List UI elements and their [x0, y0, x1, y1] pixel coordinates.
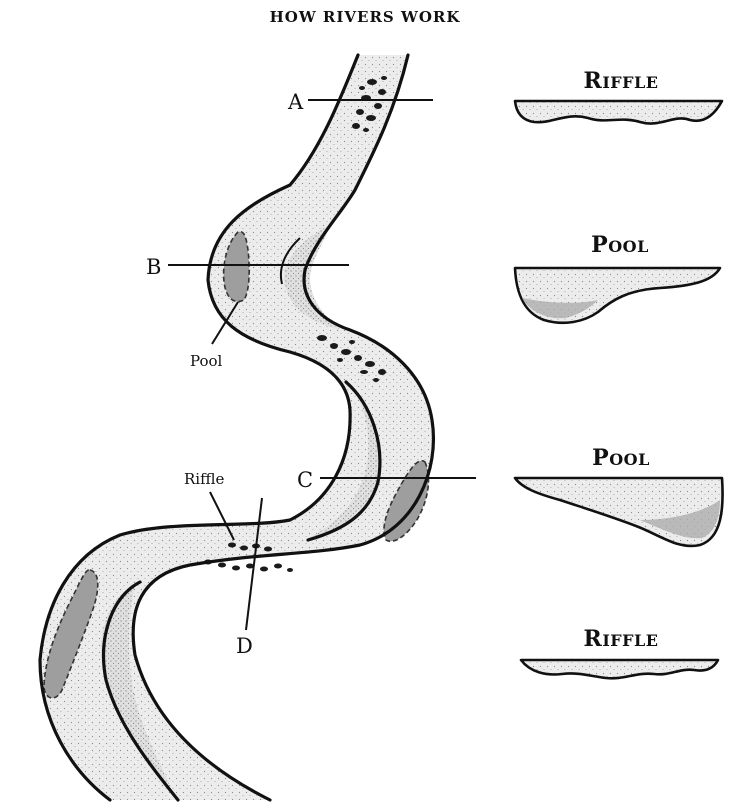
- pool-callout-label: Pool: [190, 352, 223, 370]
- cross-section-1-shape: [515, 101, 722, 124]
- cross-section-3-title: POOL: [592, 445, 650, 471]
- cross-section-4-shape: [521, 660, 718, 678]
- transect-d-label: D: [236, 634, 253, 658]
- cross-section-2: POOL: [515, 232, 720, 323]
- transect-c-label: C: [297, 468, 313, 492]
- cross-section-4-title: RIFFLE: [584, 626, 659, 652]
- cross-section-2-title: POOL: [591, 232, 649, 258]
- river-plan-view: A B C D Pool Riffle: [40, 55, 476, 800]
- cross-section-3: POOL: [515, 445, 723, 546]
- transect-b-label: B: [146, 255, 161, 279]
- transect-a-label: A: [287, 90, 304, 114]
- cross-section-1-title: RIFFLE: [584, 68, 659, 94]
- cross-section-4: RIFFLE: [521, 626, 718, 678]
- riffle-callout-label: Riffle: [184, 470, 225, 488]
- cross-section-1: RIFFLE: [515, 68, 722, 124]
- diagram-title: HOW RIVERS WORK: [270, 8, 461, 26]
